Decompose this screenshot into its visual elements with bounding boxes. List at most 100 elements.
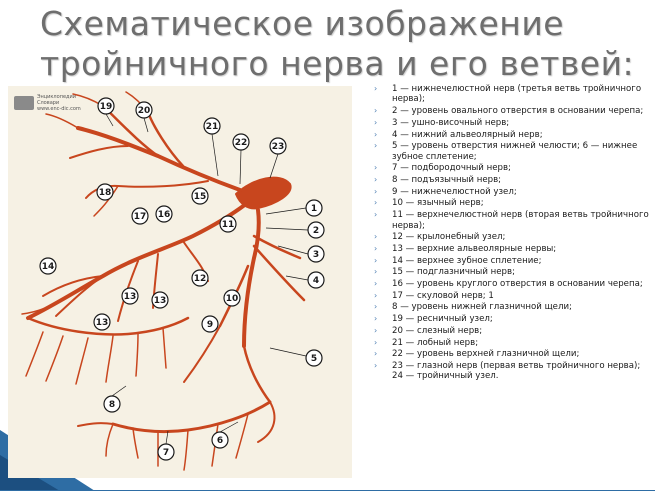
legend-text: 17 — скуловой нерв; 1 xyxy=(392,290,494,301)
bullet-icon: › xyxy=(374,279,378,289)
label-11-text: 11 xyxy=(222,220,235,230)
label-24-text: 23 xyxy=(272,142,285,152)
legend-item: ›14 — верхнее зубное сплетение; xyxy=(372,256,650,266)
nerve-diagram: Энциклопедии Словари www.enc-dic.com xyxy=(8,86,352,478)
legend-text: 16 — уровень круглого отверстия в основа… xyxy=(392,279,643,290)
legend-item: ›21 — лобный нерв; xyxy=(372,338,650,348)
legend-item: › 8 — уровень нижней глазничной щели; xyxy=(372,302,650,312)
label-22: 21 xyxy=(203,117,221,135)
bullet-icon: › xyxy=(374,175,378,185)
legend-text: 19 — ресничный узел; xyxy=(392,314,493,325)
label-18-text: 17 xyxy=(134,212,147,222)
legend-item: ›20 — слезный нерв; xyxy=(372,326,650,336)
book-icon xyxy=(14,96,34,110)
nerve-branches xyxy=(21,91,306,471)
label-13a: 13 xyxy=(151,291,169,309)
label-21: 20 xyxy=(135,101,153,119)
label-4: 4 xyxy=(307,271,325,289)
legend-item: › 13 — верхние альвеолярные нервы; xyxy=(372,244,650,254)
label-11: 11 xyxy=(219,215,237,233)
legend-item: ›23 — глазной нерв (первая ветвь тройнич… xyxy=(372,361,650,382)
legend-item: ›15 — подглазничный нерв; xyxy=(372,267,650,277)
bullet-icon: › xyxy=(374,117,378,127)
bullet-icon: › xyxy=(374,267,378,277)
label-4-text: 4 xyxy=(313,276,319,286)
label-22-text: 21 xyxy=(206,122,219,132)
legend-item: ›7 — подбородочный нерв; xyxy=(372,163,650,173)
bullet-icon: › xyxy=(374,186,378,196)
bullet-icon: › xyxy=(374,337,378,347)
label-19-text: 18 xyxy=(99,188,112,198)
encyclopedia-logo: Энциклопедии Словари www.enc-dic.com xyxy=(14,94,81,112)
leader-lines xyxy=(105,113,309,445)
legend-text: 12 — крылонебный узел; xyxy=(392,232,506,243)
label-23: 22 xyxy=(232,133,250,151)
bullet-icon: › xyxy=(374,210,378,220)
nerve-drawing: 19 20 21 22 23 18 15 17 16 11 1 2 3 4 12… xyxy=(21,91,325,471)
bullet-icon: › xyxy=(374,129,378,139)
label-13b: 13 xyxy=(93,313,111,331)
legend-text: 9 — нижнечелюстной узел; xyxy=(392,186,517,197)
label-14: 13 xyxy=(121,287,139,305)
label-21-text: 20 xyxy=(138,106,151,116)
bullet-icon: › xyxy=(374,84,378,93)
label-18: 17 xyxy=(131,207,149,225)
legend-text: 13 — верхние альвеолярные нервы; xyxy=(392,243,557,254)
label-2: 2 xyxy=(307,221,325,239)
legend-text: 22 — уровень верхней глазничной щели; xyxy=(392,349,580,360)
legend-item: › 11 — верхнечелюстной нерв (вторая ветвь… xyxy=(372,210,650,231)
label-12: 12 xyxy=(191,269,209,287)
bullet-icon: › xyxy=(374,314,378,324)
label-9: 9 xyxy=(201,315,219,333)
label-20-text: 19 xyxy=(100,102,113,112)
label-1: 1 xyxy=(305,199,323,217)
slide-title: Схематическое изображение тройничного не… xyxy=(40,4,640,84)
label-13b-text: 13 xyxy=(96,318,109,328)
label-9-text: 9 xyxy=(207,320,213,330)
label-3: 3 xyxy=(307,245,325,263)
label-13a-text: 13 xyxy=(154,296,167,306)
bullet-icon: › xyxy=(374,141,378,151)
bullet-icon: › xyxy=(374,302,378,312)
label-5-text: 5 xyxy=(311,354,317,364)
label-12-text: 12 xyxy=(194,274,207,284)
nerve-labels: 19 20 21 22 23 18 15 17 16 11 1 2 3 4 12… xyxy=(39,97,325,461)
title-line-1: Схематическое изображение xyxy=(40,4,565,43)
legend-item: › 12 — крылонебный узел; xyxy=(372,232,650,242)
label-15-text: 14 xyxy=(42,262,55,272)
label-20: 19 xyxy=(97,97,115,115)
label-14-text: 13 xyxy=(124,292,137,302)
bullet-icon: › xyxy=(374,243,378,253)
legend-text: 11 — верхнечелюстной нерв (вторая ветвь … xyxy=(392,210,649,231)
label-17: 16 xyxy=(155,205,173,223)
label-17-text: 16 xyxy=(158,210,171,220)
legend-text: 4 — нижний альвеолярный нерв; xyxy=(392,129,543,140)
logo-text-1: Энциклопедии xyxy=(37,94,76,100)
label-6-text: 6 xyxy=(217,436,223,446)
legend-item: › 16 — уровень круглого отверстия в основ… xyxy=(372,279,650,289)
legend-item: › 19 — ресничный узел; xyxy=(372,314,650,324)
bullet-icon: › xyxy=(374,198,378,208)
legend-item: ›8 — подъязычный нерв; xyxy=(372,175,650,185)
legend-item: ›17 — скуловой нерв; 1 xyxy=(372,291,650,301)
label-23-text: 22 xyxy=(235,138,248,148)
bullet-icon: › xyxy=(374,349,378,359)
legend-text: 5 — уровень отверстия нижней челюсти; 6 … xyxy=(392,141,638,162)
legend-item: › 9 — нижнечелюстной узел; xyxy=(372,187,650,197)
legend-item: ›10 — язычный нерв; xyxy=(372,198,650,208)
legend-item: › 5 — уровень отверстия нижней челюсти; 6… xyxy=(372,141,650,162)
label-2-text: 2 xyxy=(313,226,319,236)
label-15: 14 xyxy=(39,257,57,275)
label-7: 7 xyxy=(157,443,175,461)
legend-text: 20 — слезный нерв; xyxy=(392,325,483,336)
legend-text: 3 — ушно-височный нерв; xyxy=(392,117,510,128)
legend-item: › 22 — уровень верхней глазничной щели; xyxy=(372,349,650,359)
legend-text: 7 — подбородочный нерв; xyxy=(392,163,511,174)
bullet-icon: › xyxy=(374,360,378,370)
legend-text: 8 — уровень нижней глазничной щели; xyxy=(392,302,572,313)
bullet-icon: › xyxy=(374,232,378,242)
label-10: 10 xyxy=(223,289,241,307)
label-3-text: 3 xyxy=(313,250,319,260)
logo-text-2: Словари xyxy=(37,100,60,106)
bullet-icon: › xyxy=(374,106,378,116)
